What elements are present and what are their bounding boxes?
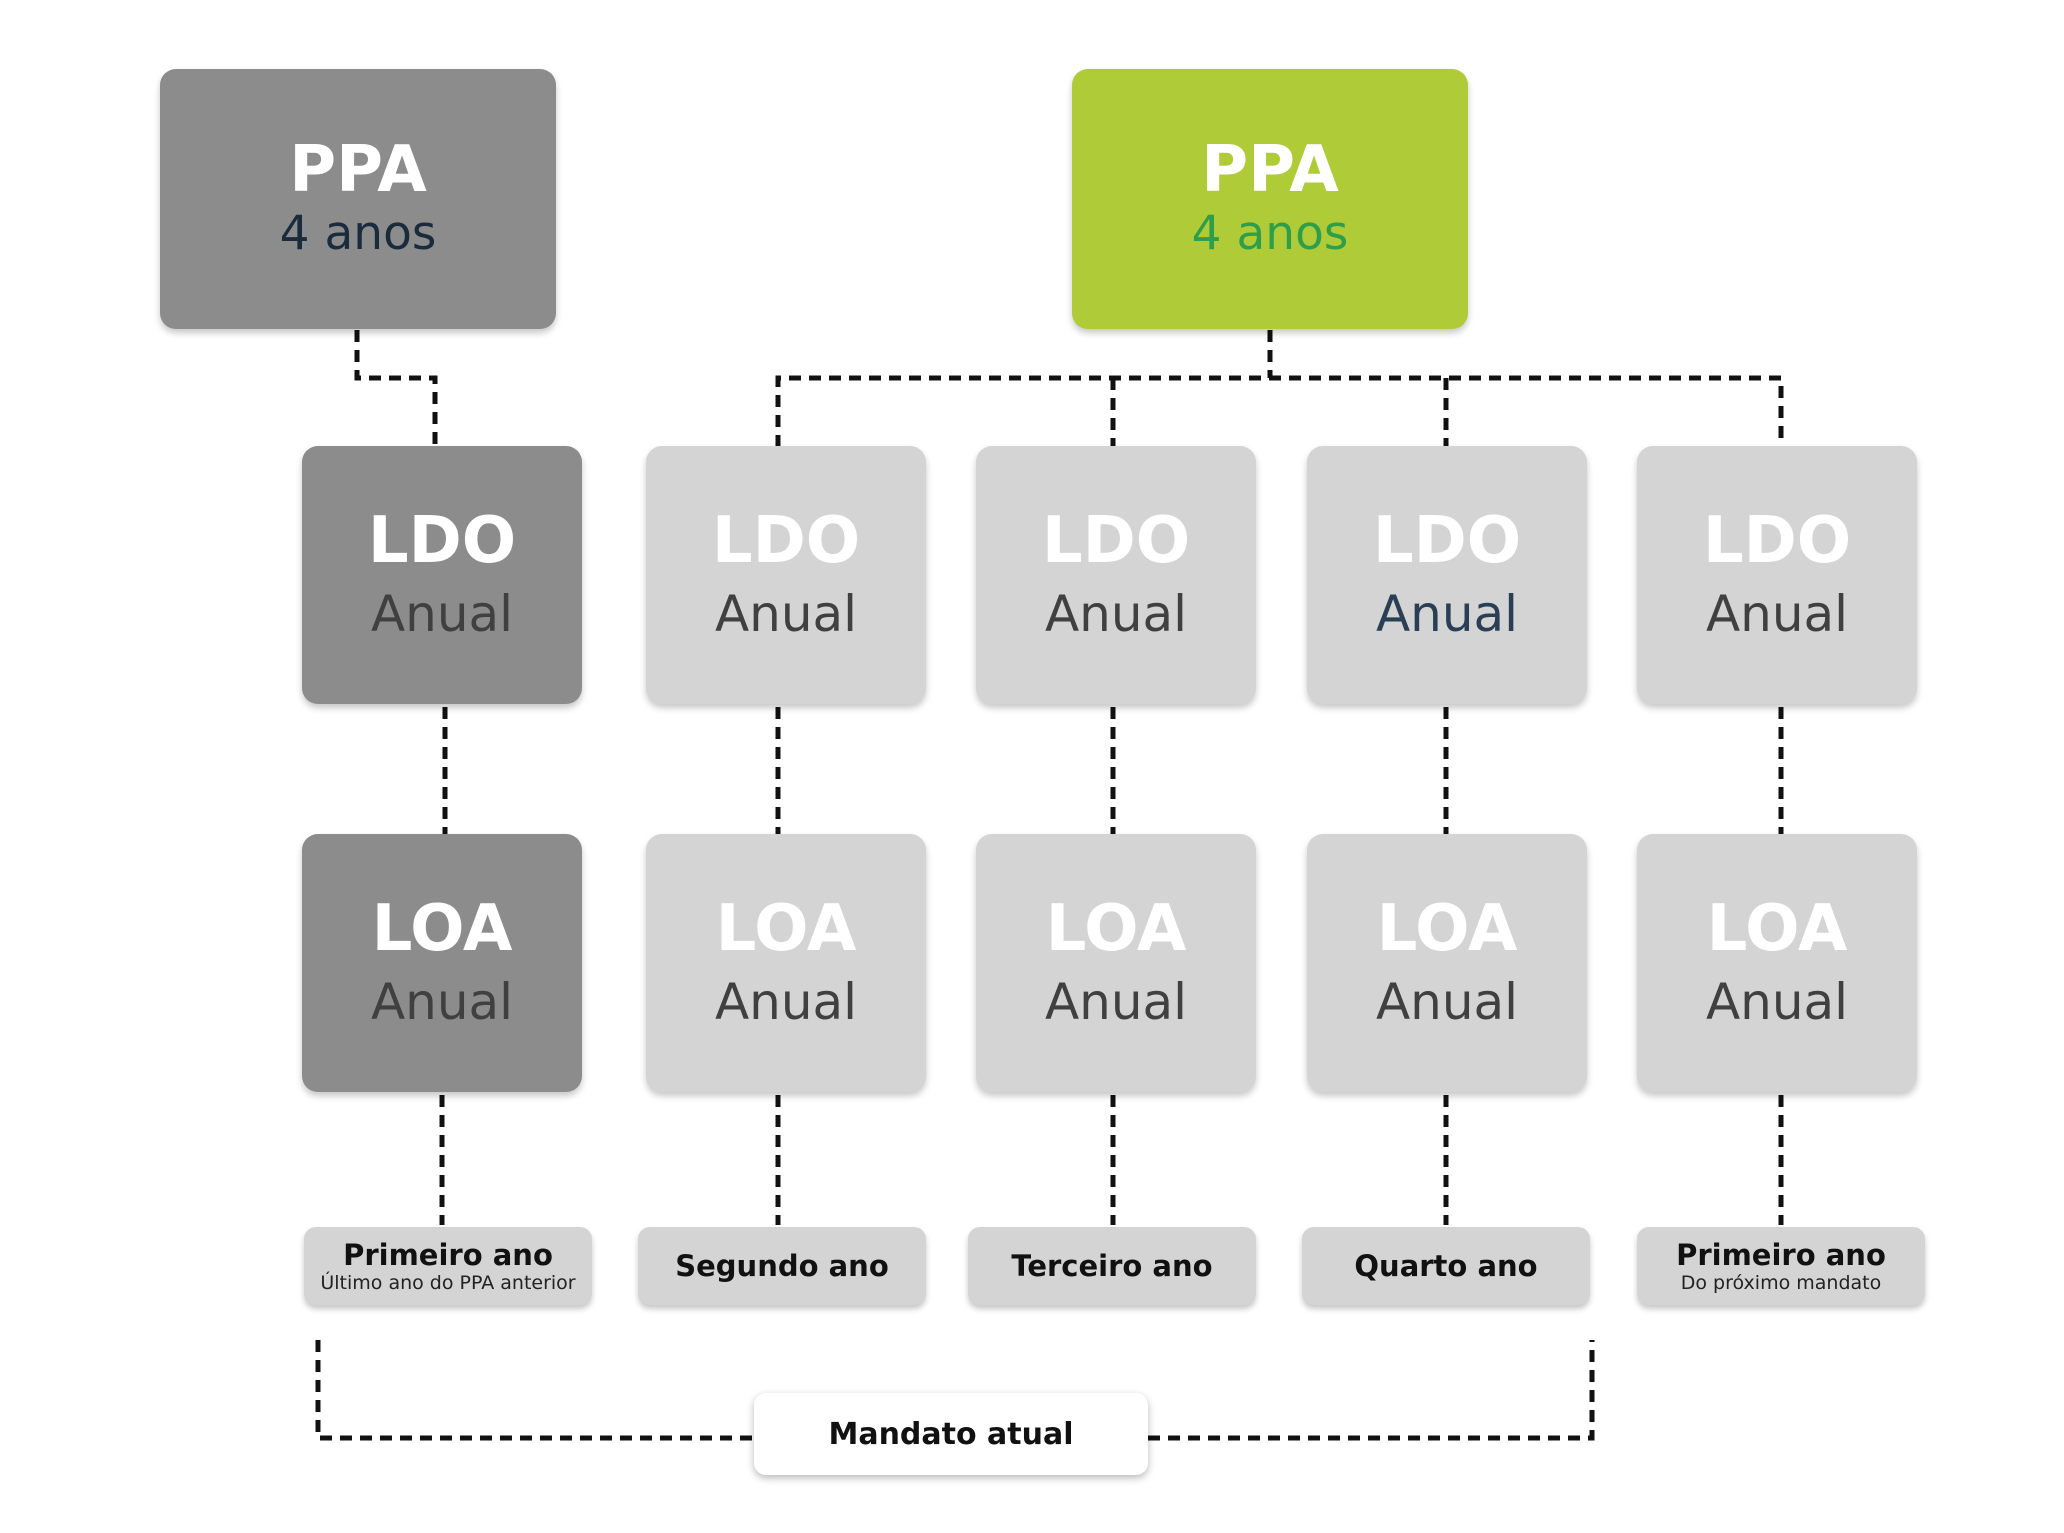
ldo-box-1: LDO Anual (302, 446, 582, 704)
ldo-title: LDO (367, 504, 517, 578)
loa-subtitle: Anual (370, 973, 514, 1031)
ppa-previous-title: PPA (289, 133, 427, 207)
ldo-subtitle: Anual (1375, 585, 1519, 643)
ppa-current-box: PPA 4 anos (1072, 69, 1468, 329)
mandate-label: Mandato atual (828, 1416, 1074, 1452)
loa-subtitle: Anual (714, 973, 858, 1031)
ppa-current-subtitle: 4 anos (1191, 206, 1349, 261)
loa-title: LOA (1045, 892, 1187, 966)
ldo-title: LDO (711, 504, 861, 578)
ldo-subtitle: Anual (714, 585, 858, 643)
loa-subtitle: Anual (1705, 973, 1849, 1031)
ldo-title: LDO (1372, 504, 1522, 578)
year-title: Primeiro ano (1676, 1238, 1886, 1272)
year-title: Segundo ano (675, 1249, 889, 1283)
loa-box-3: LOA Anual (976, 834, 1256, 1092)
loa-subtitle: Anual (1044, 973, 1188, 1031)
loa-box-4: LOA Anual (1307, 834, 1587, 1092)
year-pill-1: Primeiro ano Último ano do PPA anterior (304, 1227, 592, 1305)
ldo-box-4: LDO Anual (1307, 446, 1587, 704)
ldo-subtitle: Anual (1044, 585, 1188, 643)
ldo-title: LDO (1702, 504, 1852, 578)
ppa-previous-subtitle: 4 anos (279, 206, 437, 261)
loa-title: LOA (1706, 892, 1848, 966)
year-pill-3: Terceiro ano (968, 1227, 1256, 1305)
year-pill-5: Primeiro ano Do próximo mandato (1637, 1227, 1925, 1305)
year-title: Primeiro ano (343, 1238, 553, 1272)
year-title: Quarto ano (1354, 1249, 1538, 1283)
mandate-bracket-right (1148, 1340, 1595, 1441)
mandate-bracket-left (315, 1340, 754, 1441)
year-pill-2: Segundo ano (638, 1227, 926, 1305)
year-pill-4: Quarto ano (1302, 1227, 1590, 1305)
mandate-label-box: Mandato atual (754, 1393, 1148, 1475)
ldo-title: LDO (1041, 504, 1191, 578)
ldo-subtitle: Anual (1705, 585, 1849, 643)
year-title: Terceiro ano (1011, 1249, 1213, 1283)
ldo-box-3: LDO Anual (976, 446, 1256, 704)
loa-title: LOA (371, 892, 513, 966)
loa-box-1: LOA Anual (302, 834, 582, 1092)
loa-title: LOA (715, 892, 857, 966)
ppa-previous-box: PPA 4 anos (160, 69, 556, 329)
ldo-box-5: LDO Anual (1637, 446, 1917, 704)
connector-ppa-current-bus (775, 375, 1784, 447)
ldo-box-2: LDO Anual (646, 446, 926, 704)
year-subtitle: Último ano do PPA anterior (320, 1272, 576, 1294)
loa-box-5: LOA Anual (1637, 834, 1917, 1092)
loa-subtitle: Anual (1375, 973, 1519, 1031)
loa-box-2: LOA Anual (646, 834, 926, 1092)
ldo-subtitle: Anual (370, 585, 514, 643)
ppa-current-title: PPA (1201, 133, 1339, 207)
year-subtitle: Do próximo mandato (1680, 1272, 1882, 1294)
loa-title: LOA (1376, 892, 1518, 966)
connector-ppa-prev-to-ldo1 (354, 330, 438, 447)
